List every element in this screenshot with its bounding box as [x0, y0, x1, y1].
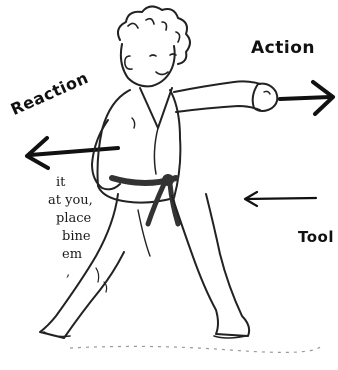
tool-arrow — [245, 192, 316, 206]
karate-figure — [40, 6, 277, 338]
tool-label: Tool — [298, 228, 334, 246]
action-arrow — [280, 82, 333, 114]
ground-line — [70, 346, 320, 352]
fist — [253, 84, 278, 111]
punching-arm — [174, 81, 260, 112]
side-text-line-6: , — [66, 262, 70, 283]
side-text-line-5: em — [62, 244, 82, 265]
reaction-arrow — [27, 138, 118, 168]
action-label: Action — [251, 38, 315, 58]
front-leg — [172, 194, 249, 336]
face — [121, 44, 175, 86]
